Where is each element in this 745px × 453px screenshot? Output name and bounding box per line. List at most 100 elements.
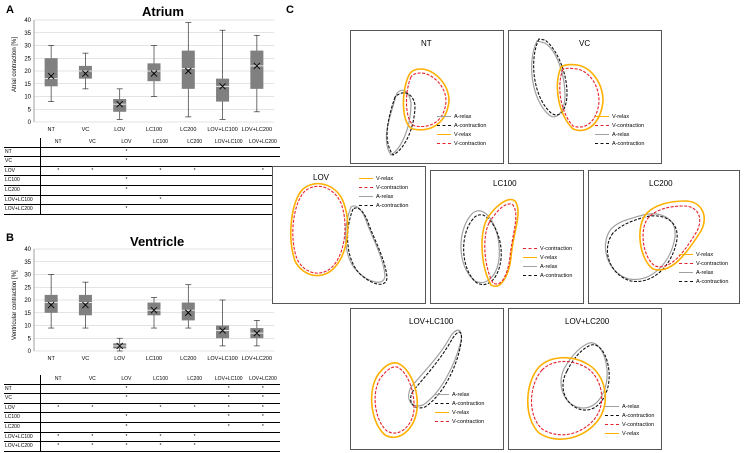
atrium-box: [216, 78, 230, 102]
ventricle-table-cell: *: [109, 412, 144, 423]
ventricle-table-cell: [143, 422, 178, 433]
panel-letter-b: B: [6, 232, 14, 244]
ventricle-mean-marker: [219, 327, 226, 334]
atrium-table-header-cell: LOV+LC100: [211, 138, 246, 148]
ventricle-table-row-label: VC: [4, 393, 42, 404]
nt-legend-4: V-contraction: [437, 140, 486, 149]
atrium-mean-marker: [150, 70, 158, 77]
atrium-table-cell: [245, 175, 280, 186]
ventricle-ytick-label: 20: [24, 298, 31, 304]
ventricle-category-label: LC100: [146, 356, 162, 362]
atrium-category-label: LOV+LC100: [207, 127, 237, 133]
ventricle-table-cell: *: [211, 422, 246, 433]
panel-nt: NT A-relax A-contraction V-relax V-contr…: [350, 30, 504, 164]
atrium-table-cell: *: [109, 185, 144, 196]
atrium-table-row: LC100*: [4, 175, 280, 186]
atrium-table-cell: *: [143, 166, 178, 177]
ventricle-category-label: VC: [82, 356, 90, 362]
atrium-table-cell: *: [109, 175, 144, 186]
ventricle-table-row: LOV+LC200*****: [4, 441, 280, 452]
atrium-table-cell: [177, 156, 212, 167]
ventricle-box: [44, 294, 58, 313]
ventricle-category-label: NT: [47, 356, 55, 362]
atrium-table-row-label: LOV+LC200: [4, 204, 42, 215]
lov-lc200-outlines: [527, 342, 610, 440]
lc100-legend-1: V-contraction: [523, 245, 572, 254]
atrium-table-row: LC200*: [4, 185, 280, 196]
atrium-ytick-label: 40: [24, 18, 31, 24]
ventricle-table-cell: *: [75, 432, 110, 443]
ventricle-table-cell: *: [211, 393, 246, 404]
ventricle-category-label: LOV+LC100: [207, 356, 237, 362]
vc-outlines: [531, 38, 604, 132]
lc100-legend-2: V-relax: [523, 254, 572, 263]
atrium-table-cell: *: [40, 166, 76, 177]
lov-lc100-legend-1: A-relax: [435, 391, 484, 400]
ventricle-chart-title: Ventricle: [130, 234, 185, 249]
atrium-table-cell: [143, 204, 178, 215]
atrium-table-cell: [75, 195, 110, 206]
atrium-table-cell: [245, 156, 280, 167]
atrium-table-header-cell: NT: [40, 138, 76, 148]
atrium-table-cell: *: [245, 166, 280, 177]
ventricle-table-cell: [109, 403, 144, 414]
atrium-table-cell: *: [109, 156, 144, 167]
nt-legend-3: V-relax: [437, 131, 486, 140]
panel-vc: VC V-relax V-contraction A-relax A-contr…: [508, 30, 662, 164]
ventricle-table-header-cell: [4, 375, 42, 385]
ventricle-category-label: LOV+LC200: [242, 356, 272, 362]
atrium-table-row: NT*: [4, 147, 280, 158]
panel-vc-title: VC: [579, 39, 591, 48]
ventricle-table-row-label: LC100: [4, 412, 42, 423]
ventricle-ytick-label: 40: [24, 247, 31, 253]
ventricle-table-cell: *: [177, 441, 212, 452]
ventricle-table-cell: *: [75, 441, 110, 452]
atrium-table-cell: [177, 175, 212, 186]
ventricle-table-cell: *: [109, 422, 144, 433]
ventricle-table-header-cell: LOV+LC200: [245, 375, 280, 385]
atrium-table-header-cell: LC100: [143, 138, 178, 148]
atrium-table-cell: [40, 175, 76, 186]
ventricle-table-header-cell: LOV+LC100: [211, 375, 246, 385]
lc200-legend-2: V-contraction: [679, 260, 728, 269]
atrium-table-cell: [75, 185, 110, 196]
atrium-table-row-label: VC: [4, 156, 42, 167]
ventricle-mean-marker: [184, 309, 192, 317]
atrium-table-cell: [177, 185, 212, 196]
ventricle-table-row: NT***: [4, 384, 280, 395]
atrium-table-cell: [211, 166, 246, 177]
ventricle-table-cell: [143, 412, 178, 423]
ventricle-table-row: LOV+LC100*****: [4, 432, 280, 443]
atrium-ytick-label: 0: [28, 120, 32, 126]
ventricle-table-cell: [245, 432, 280, 443]
lov-lc200-legend-3: V-contraction: [605, 421, 654, 430]
ventricle-ytick-label: 30: [24, 273, 31, 279]
ventricle-table-cell: [75, 412, 110, 423]
atrium-table-cell: [211, 204, 246, 215]
lc100-outlines: [460, 198, 519, 288]
ventricle-table-row-label: LC200: [4, 422, 42, 433]
vc-legend-3: A-relax: [595, 131, 644, 140]
ventricle-box: [216, 325, 230, 339]
panel-lc200: LC200 V-relax V-contraction A-relax A-co…: [588, 170, 740, 304]
atrium-ytick-label: 35: [24, 31, 31, 37]
nt-legend-2: A-contraction: [437, 122, 486, 131]
ventricle-table-cell: *: [109, 393, 144, 404]
ventricle-table-row: LC100***: [4, 412, 280, 423]
ventricle-table-header-cell: VC: [75, 375, 110, 385]
atrium-table-row-label: NT: [4, 147, 42, 158]
panel-lov-lc200-title: LOV+LC200: [565, 317, 610, 326]
atrium-table-cell: [40, 147, 76, 158]
ventricle-table-cell: [75, 384, 110, 395]
atrium-box: [113, 99, 127, 112]
lc200-outlines: [604, 200, 705, 283]
panel-lc100: LC100 V-contraction V-relax A-relax A-co…: [430, 170, 584, 304]
atrium-category-label: LOV+LC200: [242, 127, 272, 133]
atrium-ytick-label: 5: [28, 107, 32, 113]
ventricle-table-cell: *: [40, 432, 76, 443]
ventricle-ytick-label: 0: [28, 349, 32, 355]
panel-lc100-title: LC100: [493, 179, 517, 188]
atrium-table-cell: *: [143, 195, 178, 206]
